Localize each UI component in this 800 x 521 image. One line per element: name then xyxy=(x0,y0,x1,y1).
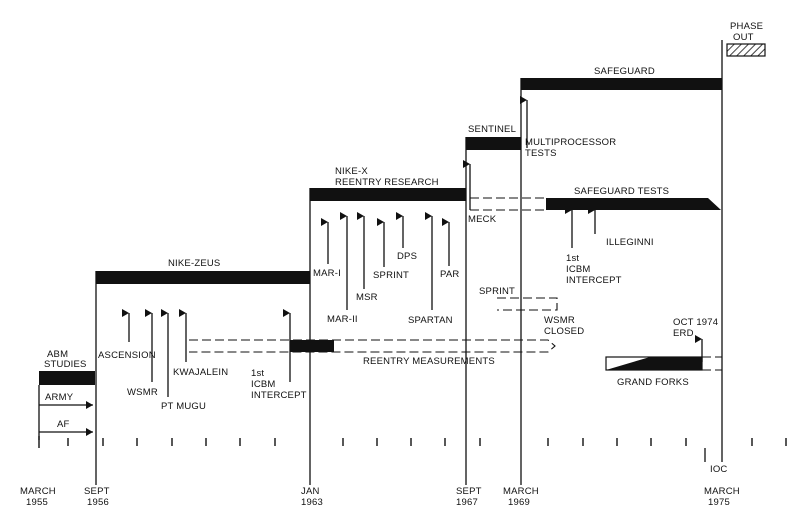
phase-out-bar xyxy=(726,43,766,57)
date-1-year: 1955 xyxy=(26,497,48,508)
abm-studies-label-1: ABM xyxy=(47,349,68,360)
icbm-intercept-1-label-1: 1st xyxy=(251,368,264,379)
mar-i-label: MAR-I xyxy=(313,268,341,279)
safeguard-bar xyxy=(521,78,722,90)
wsmr-closed-label-1: WSMR xyxy=(544,315,575,326)
sprint-wsmr-dashed xyxy=(497,297,558,311)
date-4-month: SEPT xyxy=(456,486,482,497)
mar-ii-label: MAR-II xyxy=(327,314,358,325)
time-axis-ticks xyxy=(38,436,787,448)
grand-forks-label: GRAND FORKS xyxy=(617,377,689,388)
illeginni-label: ILLEGINNI xyxy=(606,237,654,248)
sprint-label: SPRINT xyxy=(373,270,409,281)
par-label: PAR xyxy=(440,269,459,280)
nike-zeus-label: NIKE-ZEUS xyxy=(168,258,220,269)
safeguard-tests-dashed xyxy=(470,197,546,211)
grand-forks-dashed xyxy=(702,356,722,371)
multiprocessor-label-2: TESTS xyxy=(525,148,557,159)
multiprocessor-label-1: MULTIPROCESSOR xyxy=(525,137,616,148)
msr-label: MSR xyxy=(356,292,378,303)
meck-label: MECK xyxy=(468,214,497,225)
spartan-label: SPARTAN xyxy=(408,315,453,326)
nike-x-label-1: NIKE-X xyxy=(335,166,368,177)
dps-label: DPS xyxy=(397,251,417,262)
safeguard-tests-bar xyxy=(546,198,721,210)
date-2-month: SEPT xyxy=(84,486,110,497)
reentry-measurements-label: REENTRY MEASUREMENTS xyxy=(363,356,495,367)
icbm-intercept-1-label-3: INTERCEPT xyxy=(251,390,307,401)
icbm-intercept-1-label-2: ICBM xyxy=(251,379,276,390)
nike-x-bar xyxy=(310,188,466,201)
date-5-month: MARCH xyxy=(503,486,539,497)
icbm-intercept-2-label-3: INTERCEPT xyxy=(566,275,622,286)
ascension-label: ASCENSION xyxy=(98,350,156,361)
sentinel-label: SENTINEL xyxy=(468,124,516,135)
ioc-label: IOC xyxy=(710,464,728,475)
wsmr-label: WSMR xyxy=(127,387,158,398)
date-4-year: 1967 xyxy=(456,497,478,508)
abm-studies-label-2: STUDIES xyxy=(44,359,87,370)
icbm-intercept-2-label-2: ICBM xyxy=(566,264,591,275)
date-5-year: 1969 xyxy=(508,497,530,508)
grand-forks-wedge xyxy=(606,357,702,370)
sprint-2-label: SPRINT xyxy=(479,286,515,297)
reentry-measurements-dashed xyxy=(189,339,556,353)
erd-label: ERD xyxy=(673,328,694,339)
sentinel-bar xyxy=(466,137,521,150)
army-label: ARMY xyxy=(45,392,74,403)
date-6-year: 1975 xyxy=(708,497,730,508)
af-label: AF xyxy=(57,419,70,430)
wsmr-closed-label-2: CLOSED xyxy=(544,326,584,337)
pt-mugu-label: PT MUGU xyxy=(161,401,206,412)
abm-studies-bar xyxy=(39,371,95,385)
date-3-year: 1963 xyxy=(301,497,323,508)
nike-zeus-bar xyxy=(96,271,310,284)
nike-x-label-2: REENTRY RESEARCH xyxy=(335,177,439,188)
date-2-year: 1956 xyxy=(87,497,109,508)
icbm-intercept-2-label-1: 1st xyxy=(566,253,579,264)
reentry-measurements-bar xyxy=(290,340,334,352)
date-6-month: MARCH xyxy=(704,486,740,497)
safeguard-label: SAFEGUARD xyxy=(594,66,655,77)
phase-out-label-2: OUT xyxy=(733,32,754,43)
phase-out-label-1: PHASE xyxy=(730,21,763,32)
date-3-month: JAN xyxy=(301,486,320,497)
date-1-month: MARCH xyxy=(20,486,56,497)
safeguard-tests-label: SAFEGUARD TESTS xyxy=(574,186,669,197)
oct-1974-label: OCT 1974 xyxy=(673,317,718,328)
kwajalein-label: KWAJALEIN xyxy=(173,367,228,378)
